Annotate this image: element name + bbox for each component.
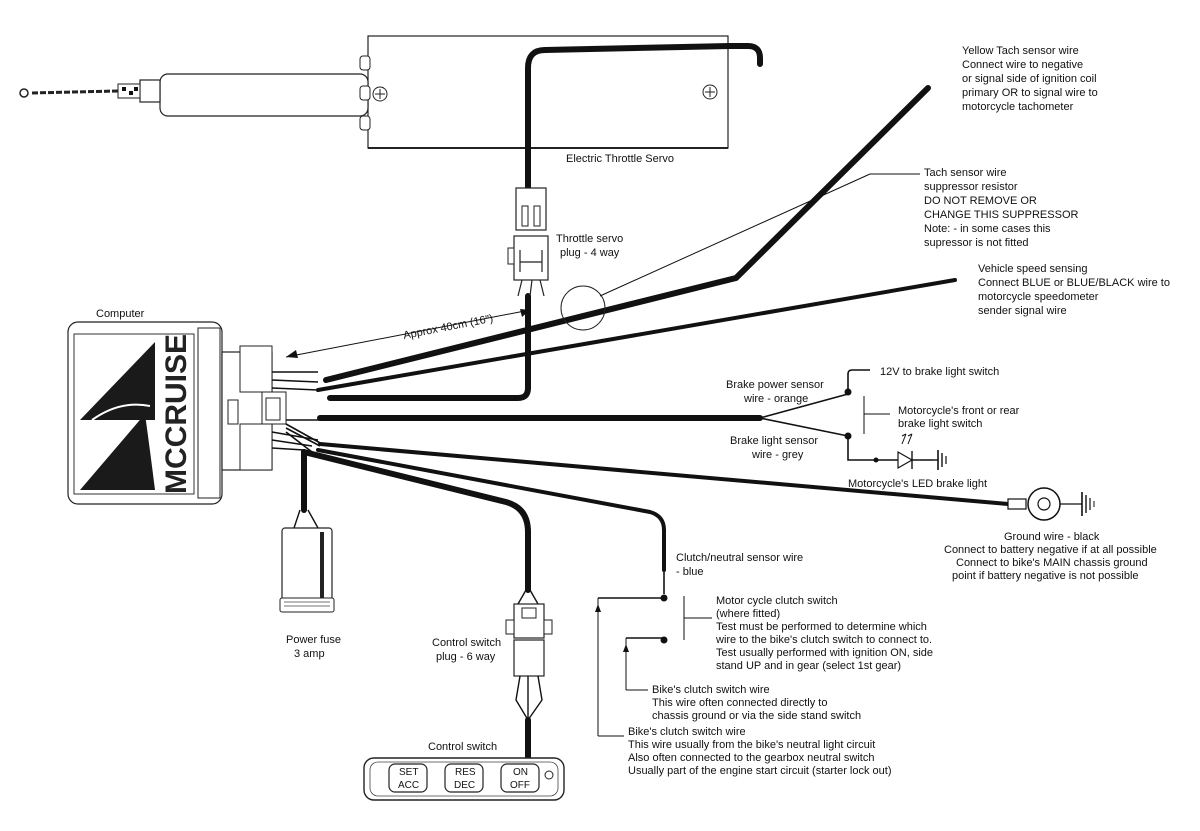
computer-unit: MCCRUISE xyxy=(67,321,287,505)
harness-fanout xyxy=(285,419,330,453)
bike-clutch-2-label-1: Bike's clutch switch wire xyxy=(628,726,746,738)
servo-harness-wire xyxy=(327,293,531,401)
throttle-servo: Electric Throttle Servo xyxy=(19,35,729,165)
bike-clutch-1-label-2: This wire often connected directly to xyxy=(652,697,827,709)
tach-label-3: or signal side of ignition coil xyxy=(962,73,1097,85)
control-switch-wire xyxy=(301,449,531,593)
clutch-switch-label-3: Test must be performed to determine whic… xyxy=(716,621,927,633)
speed-sense-wire xyxy=(316,278,957,392)
bike-clutch-1-label-1: Bike's clutch switch wire xyxy=(652,684,770,696)
servo-plug-label-1: Throttle servo xyxy=(556,233,623,245)
clutch-sensor-label-2: - blue xyxy=(676,566,704,578)
clutch-switch-label-4: wire to the bike's clutch switch to conn… xyxy=(715,634,932,646)
speed-label-2: Connect BLUE or BLUE/BLACK wire to xyxy=(978,277,1170,289)
ring-terminal-icon xyxy=(1007,487,1082,521)
length-dimension: Approx 40cm (16") xyxy=(285,309,531,358)
brake-power-label-2: wire - orange xyxy=(743,393,808,405)
suppressor-label-1: Tach sensor wire xyxy=(924,167,1007,179)
length-label: Approx 40cm (16") xyxy=(402,313,494,342)
logo-text: MCCRUISE xyxy=(160,334,193,494)
dec-label: DEC xyxy=(454,780,475,791)
computer-label: Computer xyxy=(96,308,145,320)
speed-label-4: sender signal wire xyxy=(978,305,1067,317)
harness-stubs-lower xyxy=(271,431,319,451)
servo-cable-loop xyxy=(727,43,763,67)
logo-shape-upper xyxy=(80,342,155,420)
throttle-servo-plug xyxy=(507,187,549,297)
control-switch-label: Control switch xyxy=(428,741,497,753)
brake-12v-label: 12V to brake light switch xyxy=(880,366,999,378)
clutch-switch xyxy=(595,594,712,737)
suppressor-label-5: Note: - in some cases this xyxy=(924,223,1051,235)
clutch-switch-label-5: Test usually performed with ignition ON,… xyxy=(716,647,933,659)
ground-wire xyxy=(318,442,1010,506)
control-plug-label-1: Control switch xyxy=(432,637,501,649)
suppressor-label-3: DO NOT REMOVE OR xyxy=(924,195,1037,207)
on-label: ON xyxy=(513,767,528,778)
brake-switch-label-2: brake light switch xyxy=(898,418,982,430)
suppressor-leader xyxy=(599,173,871,297)
servo-cable xyxy=(525,43,733,191)
ground-icon xyxy=(934,450,947,470)
res-label: RES xyxy=(455,767,476,778)
screw-icon xyxy=(372,86,388,102)
fuse-label-1: Power fuse xyxy=(286,634,341,646)
suppressor-label-4: CHANGE THIS SUPPRESSOR xyxy=(924,209,1078,221)
res-dec-button[interactable]: RES DEC xyxy=(444,763,484,793)
bike-clutch-2-label-3: Also often connected to the gearbox neut… xyxy=(628,752,874,764)
servo-body xyxy=(367,35,729,149)
set-label: SET xyxy=(399,767,418,778)
clutch-sensor-wire xyxy=(316,448,666,572)
servo-collar xyxy=(139,79,161,103)
brake-power-label-1: Brake power sensor xyxy=(726,379,824,391)
power-fuse xyxy=(279,527,335,613)
cable-end xyxy=(19,88,29,98)
clutch-switch-label-6: stand UP and in gear (select 1st gear) xyxy=(716,660,901,672)
servo-plug-label-2: plug - 4 way xyxy=(560,247,620,259)
suppressor-marker xyxy=(560,285,606,331)
led-icon xyxy=(897,433,934,470)
off-label: OFF xyxy=(510,780,530,791)
bike-clutch-2-label-4: Usually part of the engine start circuit… xyxy=(628,765,892,777)
tach-label-5: motorcycle tachometer xyxy=(962,101,1074,113)
brake-light-branch xyxy=(759,417,849,437)
clutch-switch-label-2: (where fitted) xyxy=(716,608,780,620)
speed-label-3: motorcycle speedometer xyxy=(978,291,1099,303)
set-acc-button[interactable]: SET ACC xyxy=(388,763,428,793)
tach-label-1: Yellow Tach sensor wire xyxy=(962,45,1079,57)
servo-plunger xyxy=(159,73,369,117)
tach-label-2: Connect wire to negative xyxy=(962,59,1083,71)
control-plug-label-2: plug - 6 way xyxy=(436,651,496,663)
suppressor-label-6: supressor is not fitted xyxy=(924,237,1029,249)
ground-label-3: Connect to bike's MAIN chassis ground xyxy=(956,557,1148,569)
harness-stubs-upper xyxy=(271,371,319,391)
servo-label: Electric Throttle Servo xyxy=(566,153,674,165)
brake-light-label-2: wire - grey xyxy=(751,449,804,461)
clutch-sensor-label-1: Clutch/neutral sensor wire xyxy=(676,552,803,564)
speed-label-1: Vehicle speed sensing xyxy=(978,263,1087,275)
logo-shape-lower xyxy=(80,414,155,490)
ground-label-2: Connect to battery negative if at all po… xyxy=(944,544,1157,556)
fuse-label-2: 3 amp xyxy=(294,648,325,660)
control-switch-plug xyxy=(505,589,553,721)
tach-label-4: primary OR to signal wire to xyxy=(962,87,1098,99)
on-off-button[interactable]: ON OFF xyxy=(500,763,540,793)
tach-wire xyxy=(323,85,931,383)
ground-icon xyxy=(1081,492,1095,516)
brake-power-branch xyxy=(759,393,849,419)
ground-label-1: Ground wire - black xyxy=(1004,531,1100,543)
clutch-switch-label-1: Motor cycle clutch switch xyxy=(716,595,838,607)
ground-label-4: point if battery negative is not possibl… xyxy=(952,570,1139,582)
bike-clutch-1-label-3: chassis ground or via the side stand swi… xyxy=(652,710,861,722)
brake-switch xyxy=(844,369,898,463)
screw-icon xyxy=(702,84,718,100)
bike-clutch-2-label-2: This wire usually from the bike's neutra… xyxy=(628,739,875,751)
brake-light-label-1: Brake light sensor xyxy=(730,435,818,447)
acc-label: ACC xyxy=(398,780,419,791)
suppressor-label-2: suppressor resistor xyxy=(924,181,1018,193)
brake-switch-label-1: Motorcycle's front or rear xyxy=(898,405,1020,417)
led-label: Motorcycle's LED brake light xyxy=(848,478,987,490)
